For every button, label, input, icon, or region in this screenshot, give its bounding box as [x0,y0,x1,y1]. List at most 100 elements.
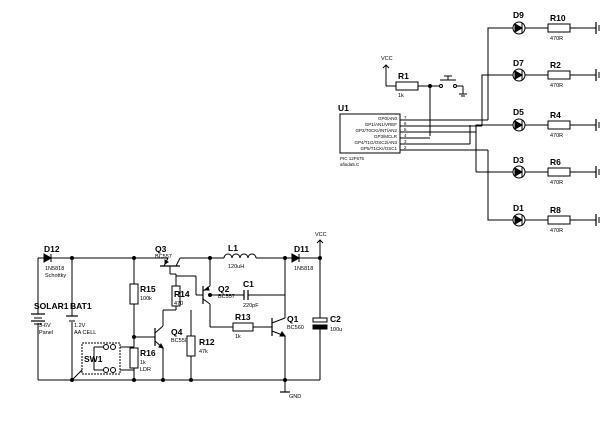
d11-ref: D11 [294,244,309,254]
led-d7-ref: D7 [513,58,524,68]
pin-gp4: GP4/T1G/OSC2/AN3 [354,140,397,145]
resistor-r12: R12 47k [186,335,215,357]
pin-num-5: 5 [404,127,407,132]
mcu-section: VCC R1 1k U1 GP0/AN0 [338,10,600,234]
bat-v1: 1.2V [74,323,86,329]
led-row-1: D9 R10 470R [505,10,600,42]
vcc-symbol-top: VCC [381,56,393,86]
r15-value: 100k [140,296,152,302]
pin-gp3: GP3/MCLR [374,134,398,139]
r14-ref: R14 [174,289,190,299]
pin-num-6: 6 [404,121,407,126]
inductor-l1: L1 120uH [210,243,285,270]
res-r6-ref: R6 [550,157,561,167]
q3-ref: Q3 [155,244,167,254]
q4-value: BC550 [171,338,188,344]
bat-ref: BAT1 [70,301,92,311]
res-r4-value: 470R [550,133,563,139]
pin-num-2: 2 [404,145,407,150]
res-r2-value: 470R [550,83,563,89]
mcu-u1: U1 GP0/AN0 GP1/AN1/VREF GP2/T0CKI/INT/AN… [338,103,407,167]
pin-gp5: GP5/T1CKI/OSC1 [360,146,397,151]
pin-num-7: 7 [404,115,407,120]
gnd-symbol: GND [280,380,301,400]
q2-value: BC557 [218,294,235,300]
solar-panel: SOLAR1 3-6V Panel [31,301,69,336]
solar-v2: Panel [39,330,53,336]
led-d5-ref: D5 [513,107,524,117]
transistor-q2: Q2 BC557 [202,284,235,305]
led-row-5: D1 R8 470R [505,203,600,234]
u1-part: PIC 12F675 [340,156,365,161]
res-r2-ref: R2 [550,60,561,70]
transistor-q1: Q1 BC560 [271,314,304,337]
pin-num-4: 4 [404,133,407,138]
pin-gp2: GP2/T0CKI/INT/AN2 [355,128,397,133]
r12-value: 47k [199,349,208,355]
resistor-r1: R1 1k [395,71,419,99]
r13-ref: R13 [235,312,251,322]
c2-ref: C2 [330,314,341,324]
u1-note: afinda5.C [340,162,360,167]
res-r8-ref: R8 [550,205,561,215]
pin-gp0: GP0/AN0 [378,116,398,121]
d12-ref: D12 [44,244,60,254]
resistor-r15: R15 100k [129,283,156,305]
battery-bat1: BAT1 1.2V AA CELL [66,301,96,336]
q3-value: BC557 [155,254,172,260]
q1-value: BC560 [287,325,304,331]
pin-num-3: 3 [404,139,407,144]
sw1-ref: SW1 [84,354,103,364]
c1-ref: C1 [243,279,254,289]
transistor-q4: Q4 BC550 [154,325,188,349]
pushbutton [430,75,467,97]
d12-v1: 1N5818 [45,266,64,272]
switch-sw1: SW1 [81,342,121,375]
r12-ref: R12 [199,337,215,347]
gnd-label: GND [289,394,301,400]
vcc-label-bottom: VCC [315,232,327,238]
l1-value: 120uH [228,264,244,270]
r15-ref: R15 [140,284,156,294]
resistor-r14: R14 470 [171,285,190,307]
r16-v2: LDR [140,367,151,373]
res-r10-value: 470R [550,36,563,42]
d11-value: 1N5818 [294,266,313,272]
r1-value: 1k [398,93,404,99]
diode-d12: D12 1N5818 Schottky [43,244,66,279]
res-r6-value: 470R [550,180,563,186]
res-r10-ref: R10 [550,13,566,23]
d12-v2: Schottky [45,273,66,279]
solar-v1: 3-6V [39,323,51,329]
r1-ref: R1 [398,71,409,81]
r13-value: 1k [235,334,241,340]
capacitor-c2: C2 100u [312,314,342,333]
r16-ref: R16 [140,348,156,358]
bat-v2: AA CELL [74,330,96,336]
l1-ref: L1 [228,243,238,253]
vcc-symbol-bottom: VCC [315,232,327,258]
r16-v1: 1k [140,360,146,366]
boost-section: D12 1N5818 Schottky SOLAR1 3-6V Panel BA… [31,232,342,400]
q1-ref: Q1 [287,314,299,324]
pin-gp1: GP1/AN1/VREF [365,122,398,127]
capacitor-c1: C1 220pF [243,279,259,309]
vcc-label-top: VCC [381,56,393,62]
r14-value: 470 [174,301,183,307]
led-row-2: D7 R2 470R [505,58,600,89]
c2-value: 100u [330,327,342,333]
u1-ref: U1 [338,103,349,113]
q2-ref: Q2 [218,284,230,294]
resistor-r13: R13 1k [232,312,254,340]
led-d9-ref: D9 [513,10,524,20]
transistor-q3: Q3 BC557 [155,244,181,267]
led-d1-ref: D1 [513,203,524,213]
led-row-3: D5 R4 470R [505,107,600,139]
led-d3-ref: D3 [513,155,524,165]
res-r4-ref: R4 [550,110,561,120]
q4-ref: Q4 [171,327,183,337]
res-r8-value: 470R [550,228,563,234]
solar-ref: SOLAR1 [34,301,69,311]
led-row-4: D3 R6 470R [505,155,600,186]
